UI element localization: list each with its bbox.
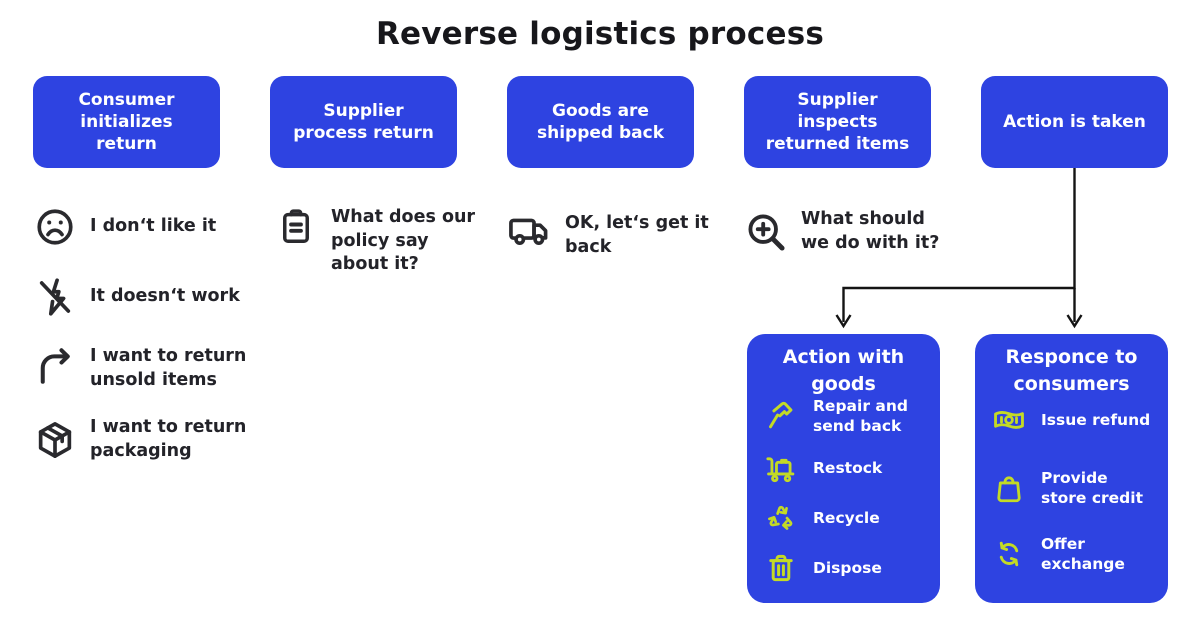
page-title: Reverse logistics process [375, 16, 825, 52]
outcome-title: Responce to consumers [1005, 346, 1138, 395]
note-text: OK, let‘s get it back [565, 213, 709, 257]
reason-text: I don‘t like it [90, 216, 217, 237]
outcome-item-repair: Repair and send back [763, 396, 934, 436]
step-goods-shipped-back: Goods are shipped back [507, 76, 694, 168]
outcome-item-restock: Restock [763, 450, 934, 486]
step-label: Supplier inspects returned items [765, 89, 910, 155]
clipboard-icon [274, 206, 318, 248]
note-policy: What does our policy say about it? [274, 206, 475, 277]
step-label: Goods are shipped back [536, 100, 665, 143]
magnifier-plus-icon [744, 210, 788, 254]
outcome-item-text: Issue refund [1041, 410, 1151, 429]
reason-doesnt-work: It doesn‘t work [33, 276, 240, 318]
note-inspection: What should we do with it? [744, 208, 939, 255]
step-action-is-taken: Action is taken [981, 76, 1168, 168]
outcome-item-store-credit: Provide store credit [991, 468, 1162, 508]
reason-return-packaging: I want to return packaging [33, 416, 246, 463]
reason-return-unsold: I want to return unsold items [33, 345, 246, 392]
step-supplier-inspects-items: Supplier inspects returned items [744, 76, 931, 168]
outcome-item-text: Recycle [813, 508, 880, 527]
reason-text: I want to return unsold items [90, 346, 247, 390]
broken-bolt-icon [33, 276, 77, 318]
reason-dont-like-it: I don‘t like it [33, 206, 216, 248]
outcome-item-dispose: Dispose [763, 550, 934, 586]
outcome-item-text: Restock [813, 458, 883, 477]
reason-text: I want to return packaging [90, 417, 247, 461]
outcome-item-text: Offer exchange [1041, 535, 1125, 574]
outcome-responce-to-consumers: Responce to consumers Issue refund Provi… [975, 334, 1168, 603]
recycle-icon [763, 500, 799, 536]
luggage-cart-icon [763, 450, 799, 486]
hammer-icon [763, 398, 799, 434]
step-label: Consumer initializes return [78, 89, 175, 155]
package-icon [33, 419, 77, 461]
outcome-item-text: Dispose [813, 558, 882, 577]
exchange-arrows-icon [991, 536, 1027, 572]
reason-text: It doesn‘t work [90, 286, 240, 307]
note-shipping: OK, let‘s get it back [508, 212, 709, 259]
outcome-action-with-goods: Action with goods Repair and send back [747, 334, 940, 603]
note-text: What should we do with it? [801, 209, 940, 253]
outcome-item-recycle: Recycle [763, 500, 934, 536]
outcome-item-text: Repair and send back [813, 397, 908, 436]
outcome-item-text: Provide store credit [1041, 469, 1143, 508]
outcome-item-exchange: Offer exchange [991, 534, 1162, 574]
u-turn-arrow-icon [33, 347, 77, 390]
banknote-icon [991, 402, 1027, 438]
step-supplier-process-return: Supplier process return [270, 76, 457, 168]
sad-face-icon [33, 206, 77, 248]
outcome-item-refund: Issue refund [991, 402, 1162, 438]
step-label: Supplier process return [293, 100, 434, 143]
trash-icon [763, 550, 799, 586]
truck-icon [508, 212, 552, 252]
shopping-bag-icon [991, 470, 1027, 506]
note-text: What does our policy say about it? [331, 207, 476, 275]
step-consumer-initializes-return: Consumer initializes return [33, 76, 220, 168]
step-label: Action is taken [1003, 111, 1146, 132]
outcome-title: Action with goods [782, 346, 905, 395]
